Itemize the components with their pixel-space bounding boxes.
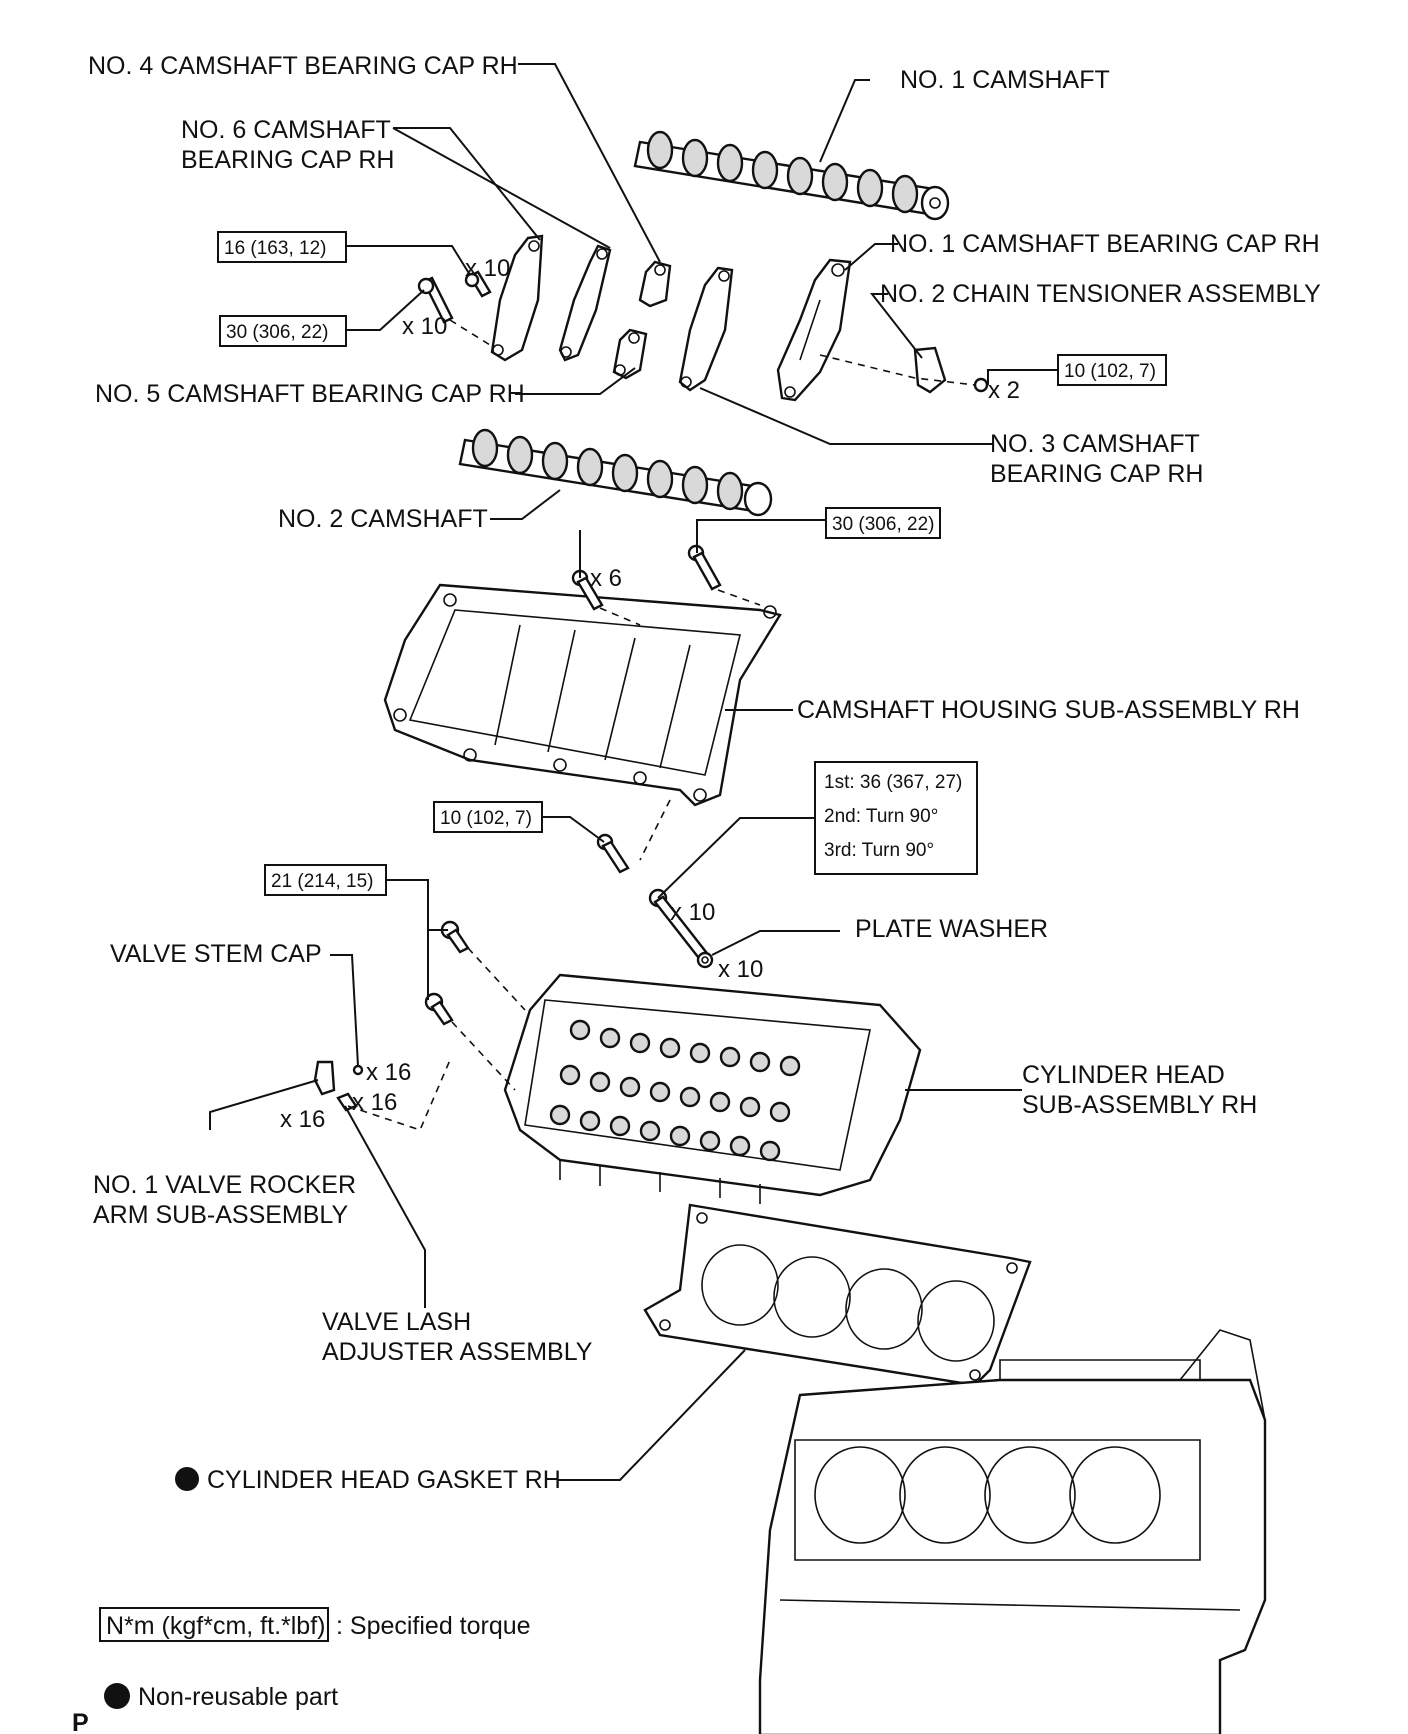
label-cylinder-head-line1: CYLINDER HEAD (1022, 1061, 1225, 1089)
label-no2-chain-tensioner: NO. 2 CHAIN TENSIONER ASSEMBLY (880, 280, 1321, 308)
torque-box-30-housing: 30 (306, 22) (825, 507, 941, 539)
corner-mark: P (72, 1709, 89, 1734)
cylinder-head-gasket-illustration (643, 1203, 1032, 1387)
qty-head-bolts: x 10 (670, 899, 715, 926)
label-no1-camshaft: NO. 1 CAMSHAFT (900, 66, 1110, 94)
torque-box-21: 21 (214, 15) (264, 864, 387, 896)
svg-text:1st: 36 (367, 27): 1st: 36 (367, 27) (824, 772, 962, 793)
label-valve-rocker-arm-line1: NO. 1 VALVE ROCKER (93, 1171, 356, 1199)
upper-bolts-illustration (417, 270, 989, 394)
engine-block-illustration (758, 1329, 1267, 1734)
torque-box-10-housing: 10 (102, 7) (433, 801, 543, 833)
qty-housing-bolts: x 6 (590, 565, 622, 592)
svg-text:N*m (kgf*cm, ft.*lbf): N*m (kgf*cm, ft.*lbf) (106, 1612, 325, 1640)
non-reusable-legend-icon (104, 1683, 130, 1709)
label-camshaft-housing: CAMSHAFT HOUSING SUB-ASSEMBLY RH (797, 696, 1300, 724)
valve-train-illustration (313, 1059, 451, 1131)
label-valve-rocker-arm-line2: ARM SUB-ASSEMBLY (93, 1201, 348, 1229)
label-no4-camshaft-bearing-cap: NO. 4 CAMSHAFT BEARING CAP RH (88, 52, 518, 80)
non-reusable-mark-icon (175, 1467, 199, 1491)
torque-box-30-caps: 30 (306, 22) (219, 315, 347, 347)
camshaft-housing-illustration (383, 583, 782, 807)
label-cylinder-head-line2: SUB-ASSEMBLY RH (1022, 1091, 1257, 1119)
qty-tensioner-bolts: x 2 (988, 377, 1020, 404)
no2-camshaft-illustration (458, 428, 773, 517)
svg-text:30 (306, 22): 30 (306, 22) (832, 514, 934, 535)
svg-text:Non-reusable part: Non-reusable part (138, 1683, 338, 1711)
svg-text:10 (102, 7): 10 (102, 7) (440, 808, 532, 829)
label-no3-camshaft-bearing-cap-line2: BEARING CAP RH (990, 460, 1203, 488)
qty-cap-bolts-30: x 10 (402, 313, 447, 340)
torque-box-16: 16 (163, 12) (217, 231, 347, 263)
label-valve-lash-adjuster-line1: VALVE LASH (322, 1308, 471, 1336)
legend-specified-torque: N*m (kgf*cm, ft.*lbf) : Specified torque (99, 1607, 531, 1642)
leader-lines (209, 63, 1058, 1481)
svg-text:10 (102, 7): 10 (102, 7) (1064, 361, 1156, 382)
torque-box-head-bolt-steps: 1st: 36 (367, 27) 2nd: Turn 90° 3rd: Tur… (814, 761, 978, 875)
label-no2-camshaft: NO. 2 CAMSHAFT (278, 505, 488, 533)
qty-cap-bolts-16: x 10 (465, 255, 510, 282)
svg-text:: Specified torque: : Specified torque (336, 1612, 531, 1640)
head-bolts-illustration (424, 888, 714, 1091)
torque-box-10-tensioner: 10 (102, 7) (1057, 354, 1167, 386)
label-no6-camshaft-bearing-cap-line1: NO. 6 CAMSHAFT (181, 116, 391, 144)
label-valve-lash-adjuster-line2: ADJUSTER ASSEMBLY (322, 1338, 593, 1366)
label-plate-washer: PLATE WASHER (855, 915, 1048, 943)
legend-non-reusable-part: Non-reusable part (104, 1683, 338, 1711)
label-no3-camshaft-bearing-cap-line1: NO. 3 CAMSHAFT (990, 430, 1200, 458)
label-no5-camshaft-bearing-cap: NO. 5 CAMSHAFT BEARING CAP RH (95, 380, 525, 408)
qty-rocker-arms: x 16 (280, 1106, 325, 1133)
label-valve-stem-cap: VALVE STEM CAP (110, 940, 322, 968)
label-no1-camshaft-bearing-cap: NO. 1 CAMSHAFT BEARING CAP RH (890, 230, 1320, 258)
housing-bolts-illustration (571, 544, 761, 874)
svg-text:3rd: Turn 90°: 3rd: Turn 90° (824, 840, 934, 861)
label-no6-camshaft-bearing-cap-line2: BEARING CAP RH (181, 146, 394, 174)
svg-text:2nd: Turn 90°: 2nd: Turn 90° (824, 806, 938, 827)
label-cylinder-head-gasket: CYLINDER HEAD GASKET RH (207, 1466, 561, 1494)
no1-camshaft-illustration (633, 130, 950, 221)
svg-text:16 (163, 12): 16 (163, 12) (224, 238, 326, 259)
qty-lash-adjusters: x 16 (352, 1089, 397, 1116)
svg-text:21 (214, 15): 21 (214, 15) (271, 871, 373, 892)
bearing-caps-illustration (490, 234, 852, 402)
cylinder-head-illustration (503, 973, 922, 1204)
qty-plate-washers: x 10 (718, 956, 763, 983)
svg-text:30 (306, 22): 30 (306, 22) (226, 322, 328, 343)
qty-valve-stem-caps: x 16 (366, 1059, 411, 1086)
